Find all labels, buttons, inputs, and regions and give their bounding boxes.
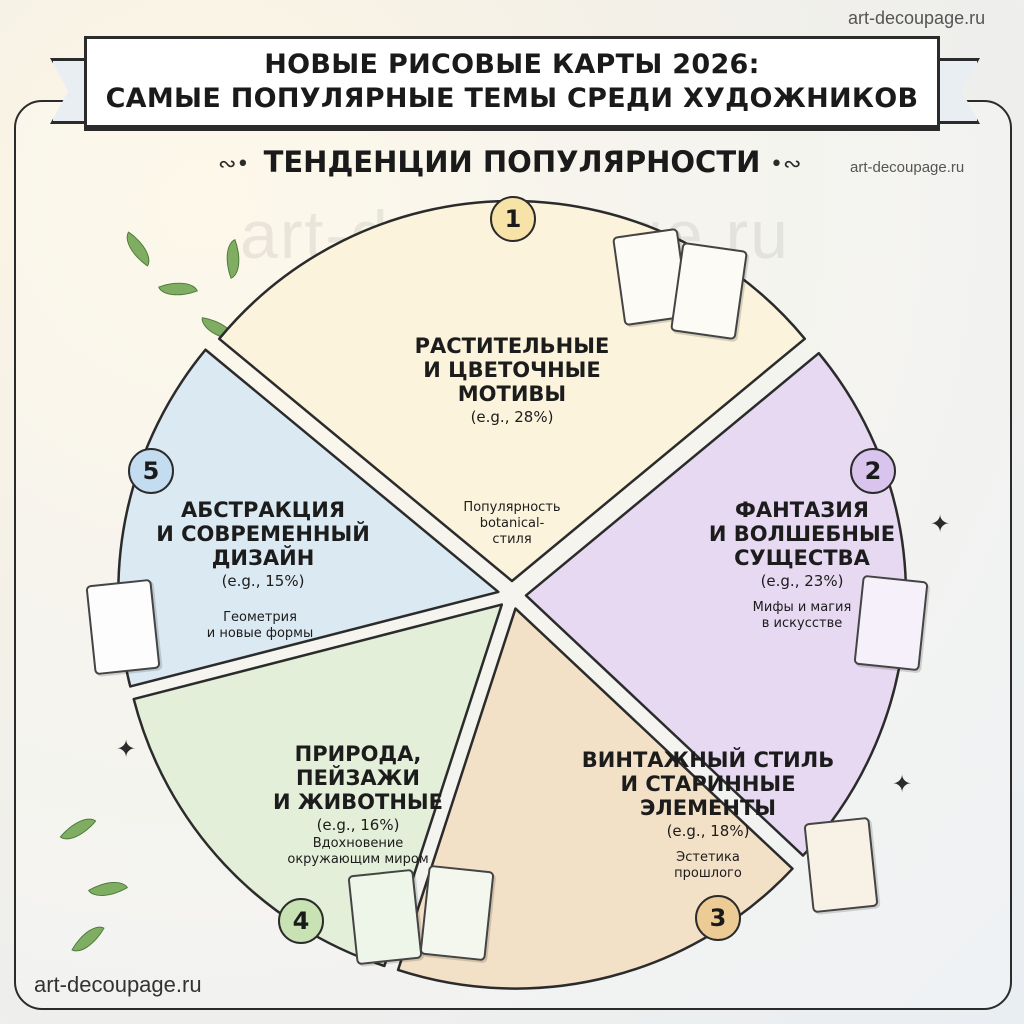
deer-card-image: [419, 864, 495, 962]
segment-2-title-line: И ВОЛШЕБНЫЕ: [708, 522, 896, 546]
segment-5-label: АБСТРАКЦИЯ И СОВРЕМЕННЫЙ ДИЗАЙН (e.g., 1…: [128, 498, 398, 590]
fantasy-card-image: [853, 574, 929, 672]
segment-4-title-line: И ЖИВОТНЫЕ: [272, 790, 444, 814]
segment-5-note: Геометрия и новые формы: [190, 610, 330, 642]
vintage-card-image: [803, 816, 879, 914]
segment-1-label: РАСТИТЕЛЬНЫЕ И ЦВЕТОЧНЫЕ МОТИВЫ (e.g., 2…: [384, 334, 640, 426]
title-line-2: САМЫЕ ПОПУЛЯРНЫЕ ТЕМЫ СРЕДИ ХУДОЖНИКОВ: [105, 83, 919, 114]
segment-2-title-line: СУЩЕСТВА: [734, 546, 870, 570]
segment-5-note-line: и новые формы: [206, 626, 314, 641]
swirl-left-icon: ∾•: [218, 152, 250, 177]
watermark-top: art-decoupage.ru: [848, 8, 986, 28]
sparkle-icon: ✦: [892, 770, 913, 798]
segment-1-title-line: РАСТИТЕЛЬНЫЕ: [414, 334, 610, 358]
segment-1-title-line: МОТИВЫ: [457, 382, 567, 406]
segment-4-title-line: ПРИРОДА,: [294, 742, 422, 766]
sparkle-icon: ✦: [116, 735, 137, 763]
segment-5-note-line: Геометрия: [223, 610, 297, 625]
rank-badge-1: 1: [490, 196, 536, 242]
rank-badge-4: 4: [278, 898, 324, 944]
watermark-bottom: art-decoupage.ru: [34, 972, 202, 997]
landscape-card-image: [347, 868, 423, 966]
segment-5-title-line: АБСТРАКЦИЯ: [180, 498, 346, 522]
segment-1-title-line: И ЦВЕТОЧНЫЕ: [423, 358, 601, 382]
floral-card-image: [670, 241, 748, 341]
segment-4-label: ПРИРОДА, ПЕЙЗАЖИ И ЖИВОТНЫЕ (e.g., 16%) …: [258, 742, 458, 868]
segment-1-note-line: Популярность: [463, 500, 561, 515]
segment-3-note-line: Эстетика: [676, 850, 740, 865]
segment-3-note-line: прошлого: [674, 866, 742, 881]
segment-3-title-line: И СТАРИННЫЕ: [620, 772, 796, 796]
segment-4-value: (e.g., 16%): [316, 816, 400, 834]
watermark-upper-right: art-decoupage.ru: [850, 159, 965, 176]
segment-4-note-line: окружающим миром: [287, 852, 429, 867]
segment-2-note-line: в искусстве: [761, 616, 843, 631]
pie-slice-3: [396, 607, 794, 990]
segment-2-value: (e.g., 23%): [760, 572, 844, 590]
sparkle-icon: ✦: [930, 510, 951, 538]
rank-badge-5: 5: [128, 448, 174, 494]
title-banner: НОВЫЕ РИСОВЫЕ КАРТЫ 2026: САМЫЕ ПОПУЛЯРН…: [84, 36, 940, 128]
segment-3-label: ВИНТАЖНЫЙ СТИЛЬ И СТАРИННЫЕ ЭЛЕМЕНТЫ (e.…: [568, 748, 848, 882]
segment-2-title-line: ФАНТАЗИЯ: [735, 498, 869, 522]
title-line-1: НОВЫЕ РИСОВЫЕ КАРТЫ 2026:: [264, 49, 760, 80]
chart-subtitle: ТЕНДЕНЦИИ ПОПУЛЯРНОСТИ: [263, 145, 761, 179]
segment-4-note-line: Вдохновение: [312, 836, 404, 851]
abstract-card-image: [85, 578, 161, 676]
rank-badge-3: 3: [695, 895, 741, 941]
segment-1-note: Популярность botanical- стиля: [444, 500, 580, 548]
segment-1-value: (e.g., 28%): [470, 408, 554, 426]
segment-2-label: ФАНТАЗИЯ И ВОЛШЕБНЫЕ СУЩЕСТВА (e.g., 23%…: [692, 498, 912, 632]
segment-2-note-line: Мифы и магия: [752, 600, 852, 615]
segment-5-title-line: И СОВРЕМЕННЫЙ: [156, 522, 370, 546]
segment-5-value: (e.g., 15%): [221, 572, 305, 590]
segment-4-title-line: ПЕЙЗАЖИ: [296, 766, 420, 790]
segment-1-note-line: botanical-: [479, 516, 545, 531]
rank-badge-2: 2: [850, 448, 896, 494]
segment-3-title-line: ЭЛЕМЕНТЫ: [639, 796, 777, 820]
segment-1-note-line: стиля: [492, 532, 532, 547]
segment-3-title-line: ВИНТАЖНЫЙ СТИЛЬ: [581, 748, 835, 772]
segment-5-title-line: ДИЗАЙН: [211, 546, 315, 570]
swirl-right-icon: •∾: [770, 152, 802, 177]
segment-3-value: (e.g., 18%): [666, 822, 750, 840]
